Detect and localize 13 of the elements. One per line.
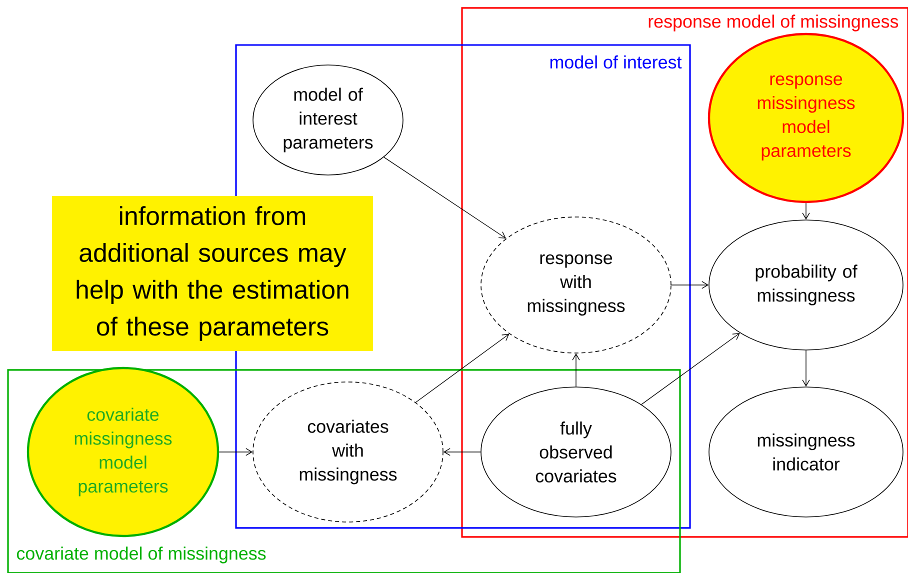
region-heading: response model of missingness bbox=[648, 14, 898, 32]
note-box: information from additional sources may help with the estimation of these parameters bbox=[52, 196, 373, 351]
arrow bbox=[218, 448, 253, 456]
region-heading: covariate model of missingness bbox=[16, 546, 266, 564]
arrow bbox=[384, 156, 506, 238]
arrow bbox=[671, 281, 709, 289]
arrow bbox=[415, 334, 510, 403]
arrow bbox=[802, 350, 810, 387]
arrow bbox=[443, 448, 481, 456]
region-heading: model of interest bbox=[550, 55, 682, 69]
arrow bbox=[572, 353, 580, 387]
arrow bbox=[802, 202, 810, 220]
arrow bbox=[641, 333, 740, 405]
